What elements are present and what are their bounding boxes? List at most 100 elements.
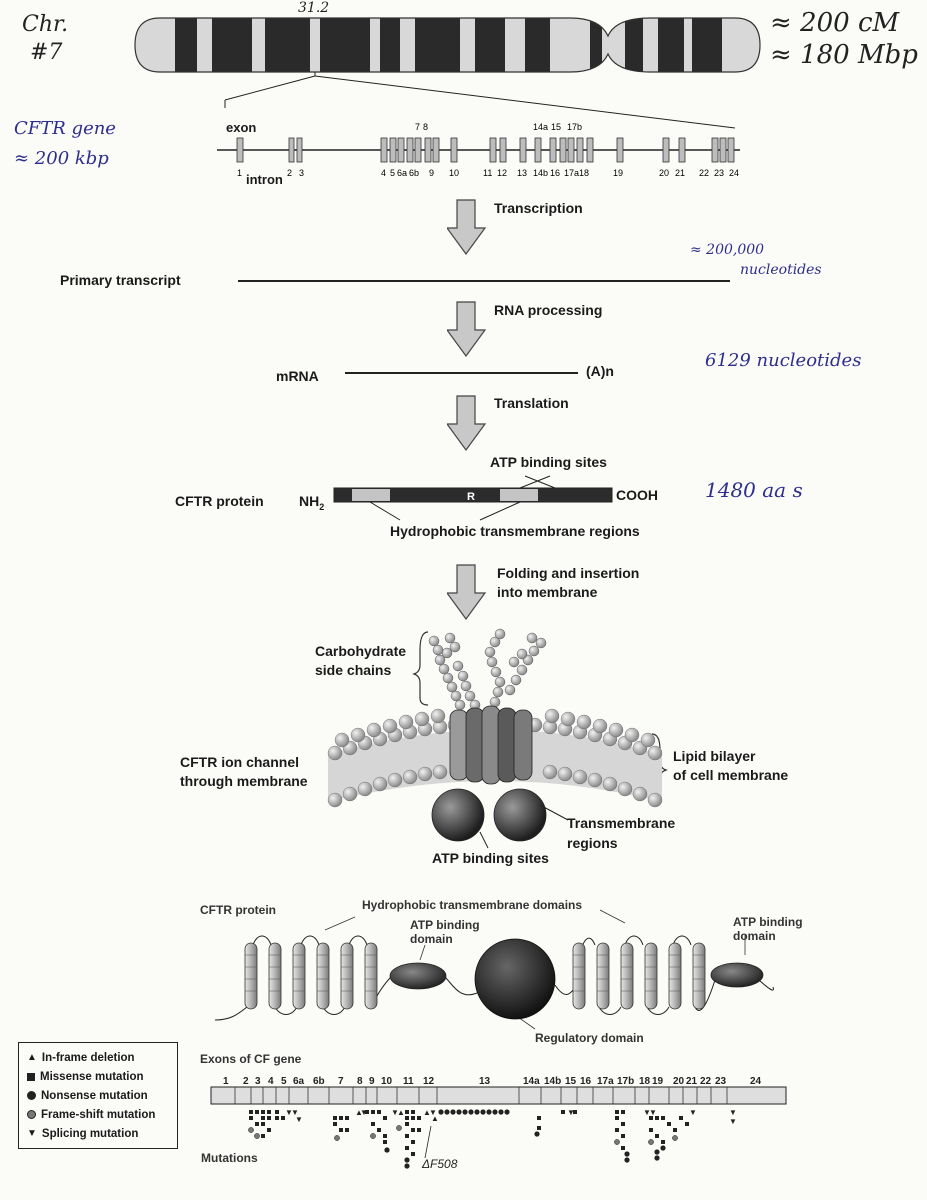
gene-label-7: 7 bbox=[415, 122, 420, 132]
gene-label-15: 15 bbox=[551, 122, 561, 132]
gene-label-23: 23 bbox=[714, 168, 724, 178]
gene-label-17a: 17a bbox=[564, 168, 579, 178]
svg-text:▼: ▼ bbox=[729, 1108, 737, 1117]
tm-label-2: regions bbox=[567, 835, 618, 851]
chr-number-annotation: #7 bbox=[30, 40, 63, 65]
gene-label-8: 8 bbox=[423, 122, 428, 132]
gene-map: 7 8 14a 15 17b 1 2 3 4 5 6a 6b 9 10 11 1… bbox=[217, 122, 740, 178]
topology-atp-right-2: domain bbox=[733, 929, 776, 943]
exon-label-9: 9 bbox=[369, 1076, 375, 1087]
svg-text:▼: ▼ bbox=[291, 1108, 299, 1117]
gene-label-16: 16 bbox=[550, 168, 560, 178]
exon-label-17b: 17b bbox=[617, 1076, 634, 1087]
exon-label-14b: 14b bbox=[544, 1076, 561, 1087]
carbohydrate-label-2: side chains bbox=[315, 662, 392, 678]
exon-label-1: 1 bbox=[223, 1076, 229, 1087]
hydrophobic-regions-label: Hydrophobic transmembrane regions bbox=[390, 523, 640, 539]
gene-annotation: CFTR gene bbox=[14, 118, 116, 139]
exon-label-19: 19 bbox=[652, 1076, 664, 1087]
lipid-label-1: Lipid bilayer bbox=[673, 748, 756, 764]
topology-hydrophobic-label: Hydrophobic transmembrane domains bbox=[362, 898, 583, 912]
exon-label-14a: 14a bbox=[523, 1076, 540, 1087]
exon-label-10: 10 bbox=[381, 1076, 393, 1087]
primary-transcript-label: Primary transcript bbox=[60, 272, 181, 288]
lipid-label-2: of cell membrane bbox=[673, 767, 789, 783]
topology-atp-right-1: ATP binding bbox=[733, 915, 803, 929]
gene-label-4: 4 bbox=[381, 168, 386, 178]
mutations-label: Mutations bbox=[201, 1151, 258, 1165]
primary-nt-annotation: ≈ 200,000 bbox=[690, 242, 765, 258]
intron-label: intron bbox=[246, 172, 283, 187]
gene-label-6a: 6a bbox=[397, 168, 407, 178]
step-folding-2: into membrane bbox=[497, 584, 598, 600]
arrow-rna-processing bbox=[447, 301, 487, 358]
gene-label-5: 5 bbox=[390, 168, 395, 178]
df508-label: ΔF508 bbox=[422, 1157, 458, 1171]
svg-text:▼: ▼ bbox=[360, 1108, 368, 1117]
gene-label-19: 19 bbox=[613, 168, 623, 178]
band-annotation: 31.2 bbox=[298, 0, 330, 16]
step-transcription: Transcription bbox=[494, 200, 583, 216]
grey-circle-icon bbox=[27, 1110, 36, 1119]
topology-atp-left-1: ATP binding bbox=[410, 918, 480, 932]
gene-label-2: 2 bbox=[287, 168, 292, 178]
gene-label-6b: 6b bbox=[409, 168, 419, 178]
svg-text:▲: ▲ bbox=[423, 1108, 431, 1117]
legend-item-in-frame-deletion: ▲ In-frame deletion bbox=[27, 1051, 135, 1064]
exon-label-23: 23 bbox=[715, 1076, 727, 1087]
gene-label-24: 24 bbox=[729, 168, 739, 178]
step-translation: Translation bbox=[494, 395, 569, 411]
nh2-label: NH2 bbox=[299, 493, 325, 512]
gene-label-21: 21 bbox=[675, 168, 685, 178]
cooh-label: COOH bbox=[616, 487, 658, 503]
mrna-line bbox=[345, 372, 578, 374]
gene-label-11: 11 bbox=[483, 168, 492, 178]
svg-text:▼: ▼ bbox=[567, 1108, 575, 1117]
gene-label-14b: 14b bbox=[533, 168, 548, 178]
svg-text:▼: ▼ bbox=[689, 1108, 697, 1117]
exon-label-22: 22 bbox=[700, 1076, 712, 1087]
aas-annotation: 1480 aa s bbox=[705, 478, 803, 502]
svg-text:▼: ▼ bbox=[295, 1115, 303, 1124]
topology-diagram bbox=[215, 909, 774, 1030]
exon-label-18: 18 bbox=[639, 1076, 651, 1087]
regulatory-r-label: R bbox=[467, 491, 475, 503]
circle-icon bbox=[27, 1091, 36, 1100]
svg-text:▼: ▼ bbox=[643, 1108, 651, 1117]
legend-item-frame-shift: Frame-shift mutation bbox=[27, 1105, 169, 1124]
exon-label-6a: 6a bbox=[293, 1076, 305, 1087]
cftr-protein-label: CFTR protein bbox=[175, 493, 264, 509]
zoom-lines bbox=[224, 75, 736, 129]
exons-bar-title: Exons of CF gene bbox=[200, 1052, 302, 1066]
svg-text:▼: ▼ bbox=[429, 1108, 437, 1117]
svg-text:▼: ▼ bbox=[391, 1108, 399, 1117]
gene-label-18: 18 bbox=[579, 168, 589, 178]
exon-label-16: 16 bbox=[580, 1076, 592, 1087]
mrna-label: mRNA bbox=[276, 368, 319, 384]
exon-label: exon bbox=[226, 120, 257, 135]
carbohydrate-label-1: Carbohydrate bbox=[315, 643, 407, 659]
step-folding-1: Folding and insertion bbox=[497, 565, 640, 581]
gene-label-12: 12 bbox=[497, 168, 507, 178]
topology-protein-label: CFTR protein bbox=[200, 903, 276, 917]
exon-label-5: 5 bbox=[281, 1076, 287, 1087]
chr-annotation: Chr. bbox=[22, 12, 69, 37]
membrane-illustration bbox=[327, 628, 668, 849]
svg-text:▼: ▼ bbox=[729, 1117, 737, 1126]
exon-label-8: 8 bbox=[357, 1076, 363, 1087]
gene-size-annotation: ≈ 200 kbp bbox=[14, 148, 109, 169]
exons-bar: 1 2 3 4 5 6a 6b 7 8 9 10 11 12 13 14a 14… bbox=[210, 1076, 787, 1169]
exon-label-21: 21 bbox=[686, 1076, 698, 1087]
triangle-up-icon: ▲ bbox=[27, 1052, 37, 1063]
channel-label-2: through membrane bbox=[180, 773, 308, 789]
exon-label-24: 24 bbox=[750, 1076, 762, 1087]
step-rna-processing: RNA processing bbox=[494, 302, 603, 318]
gene-label-10: 10 bbox=[449, 168, 459, 178]
svg-text:▼: ▼ bbox=[649, 1108, 657, 1117]
exon-label-11: 11 bbox=[403, 1076, 414, 1087]
protein-bar: R bbox=[333, 475, 613, 521]
gene-label-14a: 14a bbox=[533, 122, 548, 132]
svg-text:▼: ▼ bbox=[285, 1108, 293, 1117]
primary-transcript-line bbox=[238, 280, 730, 282]
square-icon bbox=[27, 1072, 35, 1081]
